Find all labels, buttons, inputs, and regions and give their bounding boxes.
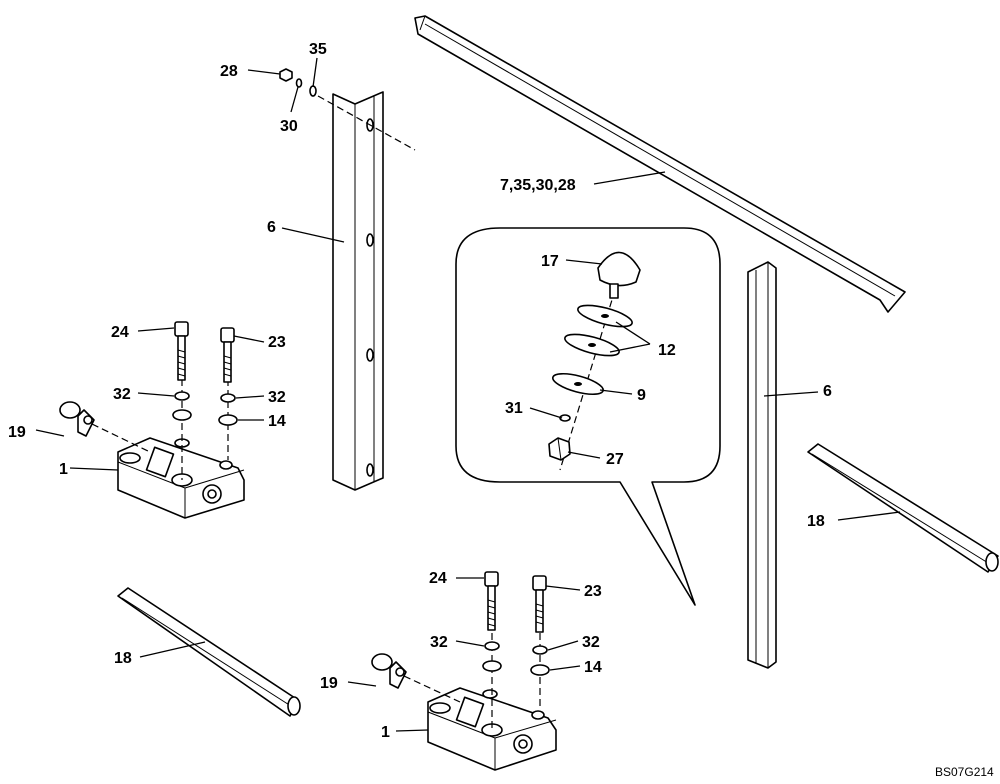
mount-block-1-lower	[427, 687, 557, 771]
rubber-bumper-17	[597, 251, 641, 299]
assembly-centerline	[317, 95, 416, 151]
angle-bar-diagonal	[414, 15, 906, 313]
callout-23-bottom: 23	[584, 583, 602, 600]
callout-27: 27	[606, 451, 624, 468]
clamp-19-upper	[59, 401, 95, 437]
callout-31: 31	[505, 400, 523, 417]
callout-35: 35	[309, 41, 327, 58]
callout-32-top-right: 32	[268, 389, 286, 406]
vertical-post-right	[747, 261, 777, 669]
bolt-24-lower	[484, 571, 499, 631]
washer-35	[309, 85, 317, 97]
callout-12: 12	[658, 342, 676, 359]
lock-washer-32-lower-right	[532, 645, 548, 655]
callout-24-top: 24	[111, 324, 129, 341]
washer-upper-left	[172, 409, 192, 421]
washer-14-upper	[218, 414, 238, 426]
callout-18-right: 18	[807, 513, 825, 530]
callout-32-top-left: 32	[113, 386, 131, 403]
lock-washer-32-upper-left	[174, 391, 190, 401]
callout-32-bottom-left: 32	[430, 634, 448, 651]
callout-28: 28	[220, 63, 238, 80]
callout-19-bottom: 19	[320, 675, 338, 692]
washer-14-lower	[530, 664, 550, 676]
callout-14-bottom: 14	[584, 659, 602, 676]
bolt-24-upper	[174, 321, 189, 381]
callout-6-left: 6	[267, 219, 276, 236]
callout-30: 30	[280, 118, 298, 135]
callout-32-bottom-right: 32	[582, 634, 600, 651]
tube-18-right	[807, 443, 999, 573]
callout-14-top: 14	[268, 413, 286, 430]
callout-23-top: 23	[268, 334, 286, 351]
bolt-23-lower	[532, 575, 547, 633]
leader-lines	[35, 57, 901, 732]
callout-19-top: 19	[8, 424, 26, 441]
lock-washer-32-upper-right	[220, 393, 236, 403]
callout-9: 9	[637, 387, 646, 404]
clamp-19-lower	[371, 653, 407, 689]
callout-1-bottom: 1	[381, 724, 390, 741]
callout-17: 17	[541, 253, 559, 270]
callout-6-right: 6	[823, 383, 832, 400]
callout-24-bottom: 24	[429, 570, 447, 587]
tube-18-left	[117, 587, 301, 717]
callout-18-left: 18	[114, 650, 132, 667]
bolt-23-upper	[220, 327, 235, 383]
drawing-code: BS07G214	[935, 765, 994, 779]
nut-28	[279, 68, 293, 82]
callout-1-top: 1	[59, 461, 68, 478]
detail-bubble	[455, 227, 721, 606]
lock-washer-32-lower-left	[484, 641, 500, 651]
nut-27	[548, 437, 571, 461]
mount-block-1-upper	[117, 437, 245, 519]
callout-7-35-30-28: 7,35,30,28	[500, 177, 576, 194]
washer-30	[295, 78, 303, 88]
washer-lower-left	[482, 660, 502, 672]
vertical-post-left	[332, 91, 384, 491]
